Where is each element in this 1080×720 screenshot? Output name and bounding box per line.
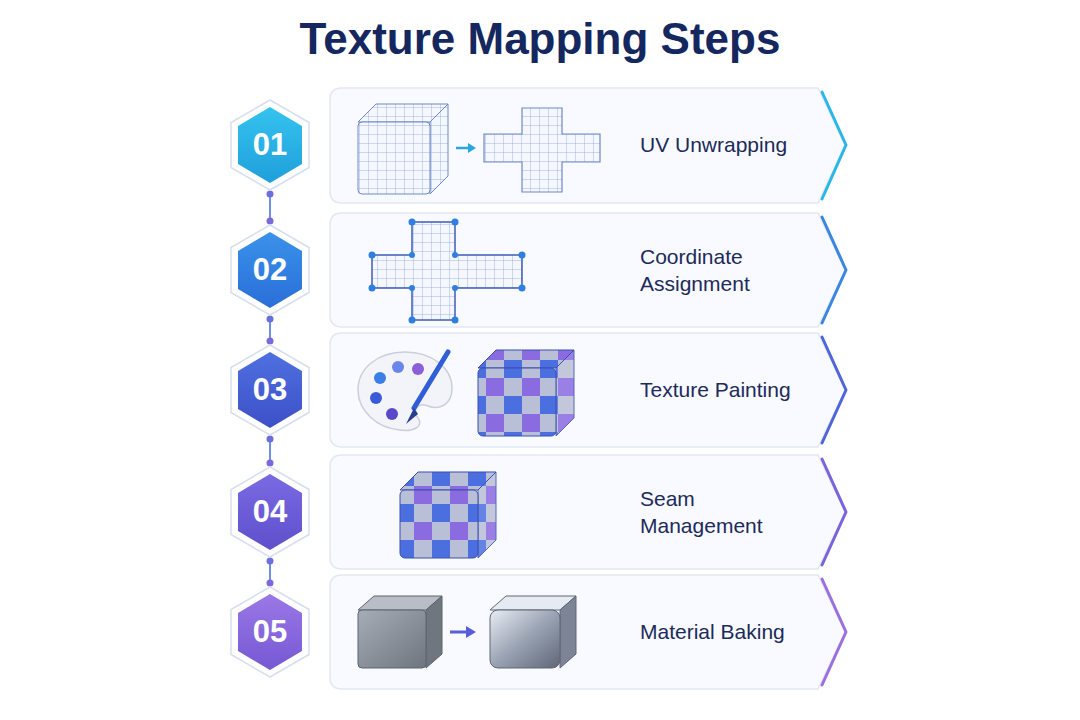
step-number: 02 (230, 224, 310, 316)
step-label: Seam Management (640, 485, 818, 540)
step-connector (267, 436, 274, 467)
step-card: UV Unwrapping (640, 90, 818, 200)
uv-net (372, 222, 522, 320)
checker-cube (478, 350, 574, 436)
grid-cube (358, 104, 448, 194)
step-number: 04 (230, 466, 310, 558)
baked-cube (490, 596, 576, 668)
step-card: Material Baking (640, 577, 818, 687)
uv-net (484, 108, 600, 192)
step-hexagon: 03 (230, 344, 310, 436)
step-label: UV Unwrapping (640, 131, 787, 158)
step-label: Texture Painting (640, 376, 791, 403)
step-card: Coordinate Assignment (640, 215, 818, 325)
uv-point (369, 219, 526, 324)
step-connector (267, 558, 274, 587)
step-label: Material Baking (640, 618, 785, 645)
arrow (450, 626, 476, 638)
arrow (456, 143, 476, 153)
metal-cube (358, 596, 442, 668)
step-hexagon: 04 (230, 466, 310, 558)
step-number: 05 (230, 586, 310, 678)
card-band (330, 88, 845, 689)
step-hexagon: 05 (230, 586, 310, 678)
step-number: 01 (230, 99, 310, 191)
step-card: Texture Painting (640, 335, 818, 445)
step-number: 03 (230, 344, 310, 436)
paint-palette (358, 352, 452, 430)
step-card: Seam Management (640, 457, 818, 567)
step-hexagon: 02 (230, 224, 310, 316)
step-hexagon: 01 (230, 99, 310, 191)
step-connector (267, 191, 274, 225)
title: Texture Mapping Steps (0, 14, 1080, 64)
step-connector (267, 316, 274, 345)
card-chevron (822, 92, 846, 685)
checker-cube (400, 472, 496, 558)
step-label: Coordinate Assignment (640, 243, 818, 298)
